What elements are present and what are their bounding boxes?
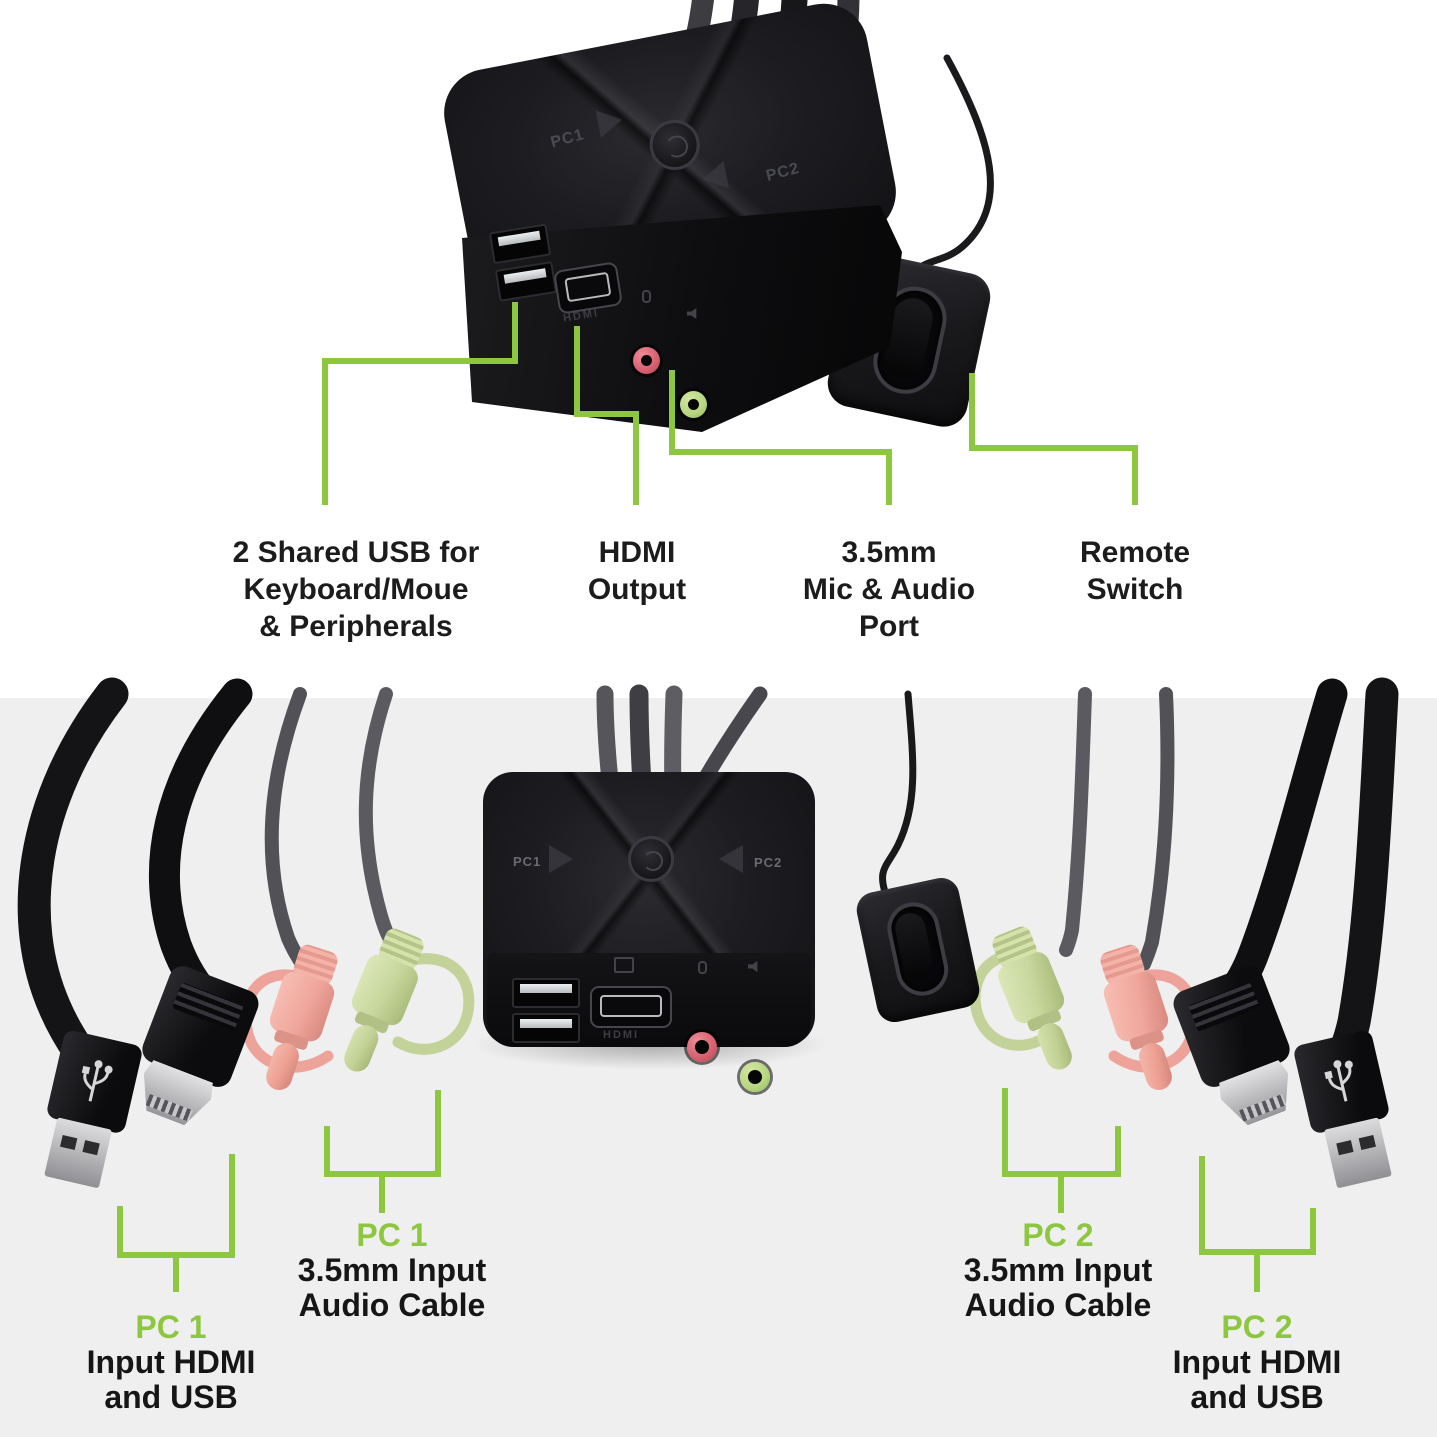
shared-usb-ports [512, 978, 580, 1043]
label-line: Keyboard/Moue [243, 573, 469, 606]
pc1-marking: PC1 [513, 854, 542, 869]
label-line: Input HDMI [86, 1344, 256, 1380]
label-line: HDMI [598, 536, 676, 569]
usb-trident-icon [1324, 1060, 1353, 1102]
label-line: 2 Shared USB for [232, 536, 480, 569]
usb-port-2 [512, 1013, 580, 1043]
label-line: 3.5mm Input [963, 1252, 1153, 1288]
audio-jack [740, 1062, 770, 1092]
label-line: Switch [1086, 573, 1184, 606]
label-pc2-audio: PC 2 3.5mm Input Audio Cable [908, 1218, 1208, 1323]
speaker-icon [748, 961, 758, 972]
usb-connector-metal [44, 1117, 113, 1189]
monitor-icon [614, 957, 634, 973]
label-line: 3.5mm [841, 536, 937, 569]
kvm-switch-front-panel: HDMI [487, 953, 811, 1092]
pc2-marking: PC2 [754, 855, 783, 870]
callout-label-remote-switch: Remote Switch [1035, 534, 1235, 608]
callout-label-shared-usb: 2 Shared USB for Keyboard/Moue & Periphe… [206, 534, 506, 645]
label-line: Audio Cable [298, 1287, 486, 1323]
callout-label-hdmi-output: HDMI Output [537, 534, 737, 608]
pc-tag: PC 1 [135, 1309, 207, 1345]
usb-trident-icon [81, 1060, 113, 1102]
hdmi-output-port [590, 986, 672, 1028]
shared-usb-ports [488, 223, 558, 302]
label-line: Input HDMI [1172, 1344, 1342, 1380]
usb-port-1 [512, 978, 580, 1008]
callout-label-mic-audio: 3.5mm Mic & Audio Port [739, 534, 1039, 645]
label-pc1-hdmi-usb: PC 1 Input HDMI and USB [21, 1310, 321, 1415]
speaker-icon [687, 308, 697, 319]
label-line: Audio Cable [964, 1287, 1152, 1323]
pc-tag: PC 1 [356, 1217, 428, 1253]
label-pc2-hdmi-usb: PC 2 Input HDMI and USB [1107, 1310, 1407, 1415]
label-line: Port [859, 610, 919, 643]
label-line: Remote [1079, 536, 1191, 569]
label-line: and USB [1190, 1379, 1324, 1415]
mic-jack [687, 1032, 717, 1062]
pc-tag: PC 2 [1221, 1309, 1293, 1345]
audio-jack [680, 391, 707, 418]
pc1-indicator-triangle [595, 105, 625, 138]
mic-jack [633, 347, 660, 374]
mic-icon [698, 961, 707, 974]
hdmi-port-marking: HDMI [603, 1029, 640, 1041]
mic-icon [642, 290, 651, 303]
iogear-logo [628, 836, 674, 882]
label-line: and USB [104, 1379, 238, 1415]
label-line: Mic & Audio [802, 573, 976, 606]
label-line: Output [587, 573, 687, 606]
label-line: & Peripherals [259, 610, 453, 643]
pc-tag: PC 2 [1022, 1217, 1094, 1253]
label-pc1-audio: PC 1 3.5mm Input Audio Cable [242, 1218, 542, 1323]
label-line: 3.5mm Input [297, 1252, 487, 1288]
pc1-indicator-triangle [549, 845, 573, 873]
pc2-indicator-triangle [719, 845, 743, 873]
usb-connector-metal [1323, 1117, 1392, 1189]
pc2-indicator-triangle [700, 160, 729, 193]
